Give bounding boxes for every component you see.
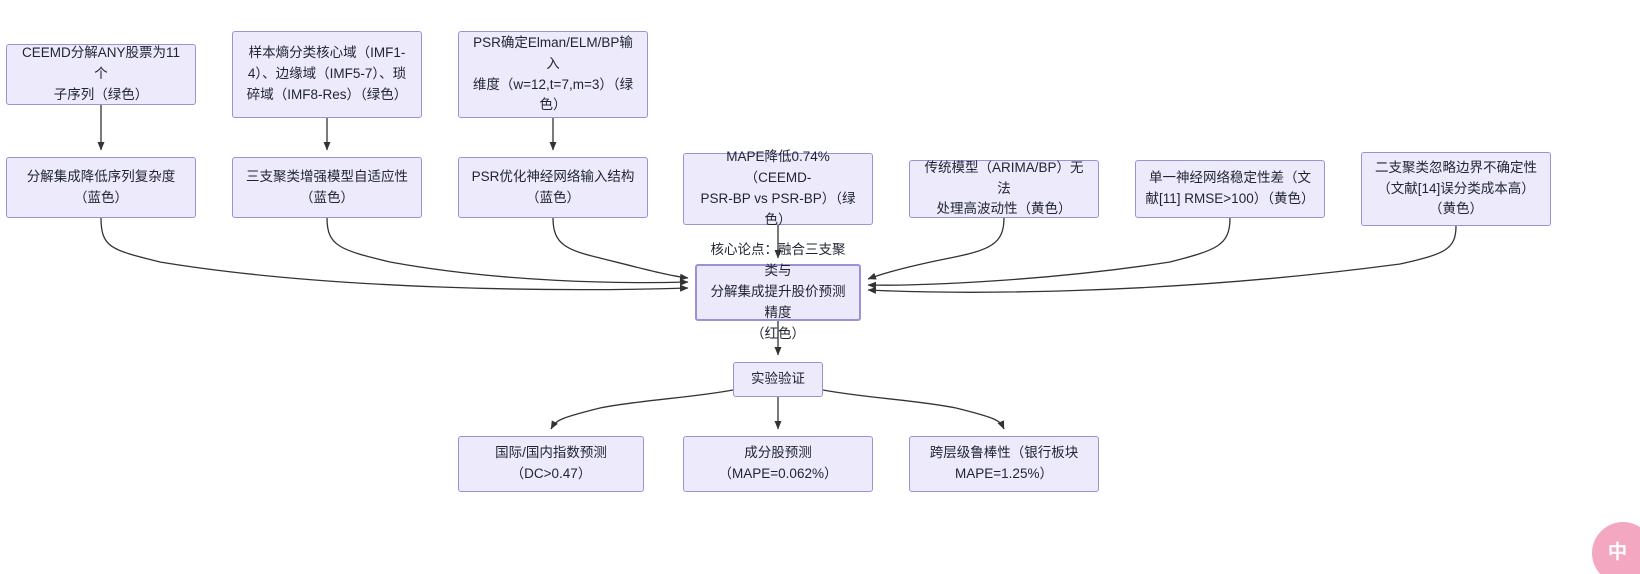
edge-exp-r3 <box>822 389 1005 430</box>
node-psr-optimize-nn-input[interactable]: PSR优化神经网络输入结构 （蓝色） <box>458 157 648 218</box>
node-psr-input-dimension-label: PSR确定Elman/ELM/BP输入 维度（w=12,t=7,m=3）（绿 色… <box>472 34 634 113</box>
node-core-thesis[interactable]: 核心论点：融合三支聚类与 分解集成提升股价预测精度 （红色） <box>695 242 861 341</box>
edge-n8-core <box>867 217 1005 280</box>
node-decompose-reduce-complexity[interactable]: 分解集成降低序列复杂度 （蓝色） <box>6 157 196 218</box>
node-index-forecast-label: 国际/国内指数预测 （DC>0.47） <box>495 445 607 481</box>
edge-n6-core <box>552 217 689 281</box>
edge-n9-core <box>867 217 1231 289</box>
node-traditional-model-limitation[interactable]: 传统模型（ARIMA/BP）无法 处理高波动性（黄色） <box>909 160 1099 218</box>
node-mape-reduction[interactable]: MAPE降低0.74%（CEEMD- PSR-BP vs PSR-BP）（绿 色… <box>683 149 873 227</box>
node-core-thesis-label: 核心论点：融合三支聚类与 分解集成提升股价预测精度 （红色） <box>710 242 846 341</box>
node-two-way-clustering-boundary-label: 二支聚类忽略边界不确定性 （文献[14]误分类成本高） （黄色） <box>1375 159 1537 217</box>
node-psr-input-dimension[interactable]: PSR确定Elman/ELM/BP输入 维度（w=12,t=7,m=3）（绿 色… <box>458 31 648 118</box>
edge-n10-core <box>867 225 1457 294</box>
node-constituent-stock-forecast-label: 成分股预测 （MAPE=0.062%） <box>718 445 838 481</box>
edge-n5-core <box>326 217 689 286</box>
node-psr-optimize-nn-input-label: PSR优化神经网络输入结构 （蓝色） <box>471 168 635 205</box>
node-ceemd-decompose-label: CEEMD分解ANY股票为11个 子序列（绿色） <box>21 45 181 102</box>
node-cross-level-robustness[interactable]: 跨层级鲁棒性（银行板块 MAPE=1.25%） <box>909 436 1099 492</box>
watermark-text: 中 <box>1607 541 1627 563</box>
node-traditional-model-limitation-label: 传统模型（ARIMA/BP）无法 处理高波动性（黄色） <box>924 159 1084 217</box>
node-two-way-clustering-boundary[interactable]: 二支聚类忽略边界不确定性 （文献[14]误分类成本高） （黄色） <box>1361 152 1551 226</box>
node-sample-entropy-classify[interactable]: 样本熵分类核心域（IMF1- 4）、边缘域（IMF5-7）、琐 碎域（IMF8-… <box>232 31 422 118</box>
node-constituent-stock-forecast[interactable]: 成分股预测 （MAPE=0.062%） <box>683 436 873 492</box>
node-cross-level-robustness-label: 跨层级鲁棒性（银行板块 MAPE=1.25%） <box>929 445 1079 481</box>
node-sample-entropy-classify-label: 样本熵分类核心域（IMF1- 4）、边缘域（IMF5-7）、琐 碎域（IMF8-… <box>246 45 408 102</box>
node-decompose-reduce-complexity-label: 分解集成降低序列复杂度 （蓝色） <box>26 168 176 205</box>
node-single-nn-instability-label: 单一神经网络稳定性差（文 献[11] RMSE>100）（黄色） <box>1145 170 1315 206</box>
node-index-forecast[interactable]: 国际/国内指数预测 （DC>0.47） <box>458 436 644 492</box>
node-single-nn-instability[interactable]: 单一神经网络稳定性差（文 献[11] RMSE>100）（黄色） <box>1135 160 1325 218</box>
watermark-logo: 中 <box>1592 522 1640 574</box>
edge-n4-core <box>100 217 689 292</box>
node-ceemd-decompose[interactable]: CEEMD分解ANY股票为11个 子序列（绿色） <box>6 44 196 105</box>
edge-exp-r1 <box>550 389 734 430</box>
node-mape-reduction-label: MAPE降低0.74%（CEEMD- PSR-BP vs PSR-BP）（绿 色… <box>700 149 856 227</box>
node-experiment-validation-label: 实验验证 <box>751 371 805 387</box>
node-experiment-validation[interactable]: 实验验证 <box>733 362 823 397</box>
node-three-way-clustering-adaptive[interactable]: 三支聚类增强模型自适应性 （蓝色） <box>232 157 422 218</box>
node-three-way-clustering-adaptive-label: 三支聚类增强模型自适应性 （蓝色） <box>246 168 408 205</box>
